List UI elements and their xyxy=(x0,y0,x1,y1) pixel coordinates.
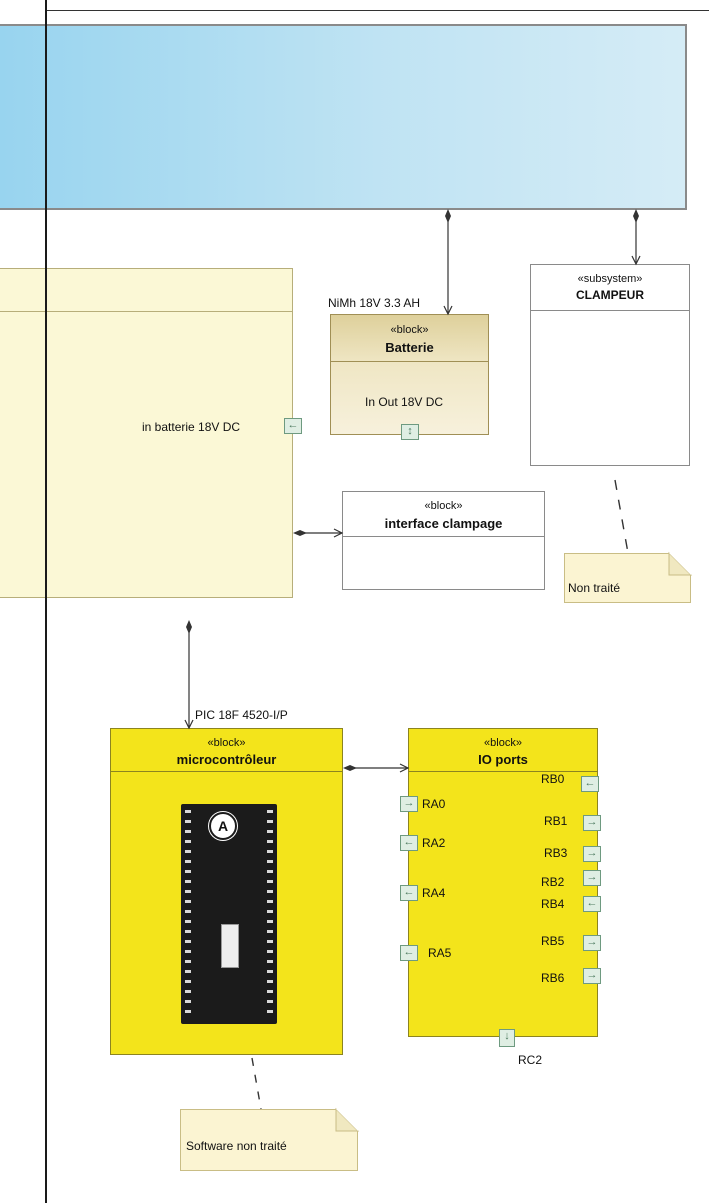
connector-top-clampeur-diamond xyxy=(633,209,639,223)
connector-main-micro-diamond xyxy=(186,620,192,634)
connector-main-interface-diamond xyxy=(293,530,307,536)
software-note-anchor xyxy=(252,1058,261,1109)
clampeur-note-anchor xyxy=(615,480,628,553)
connector-top-batterie-diamond xyxy=(445,209,451,223)
connector-micro-io-diamond xyxy=(343,765,357,771)
